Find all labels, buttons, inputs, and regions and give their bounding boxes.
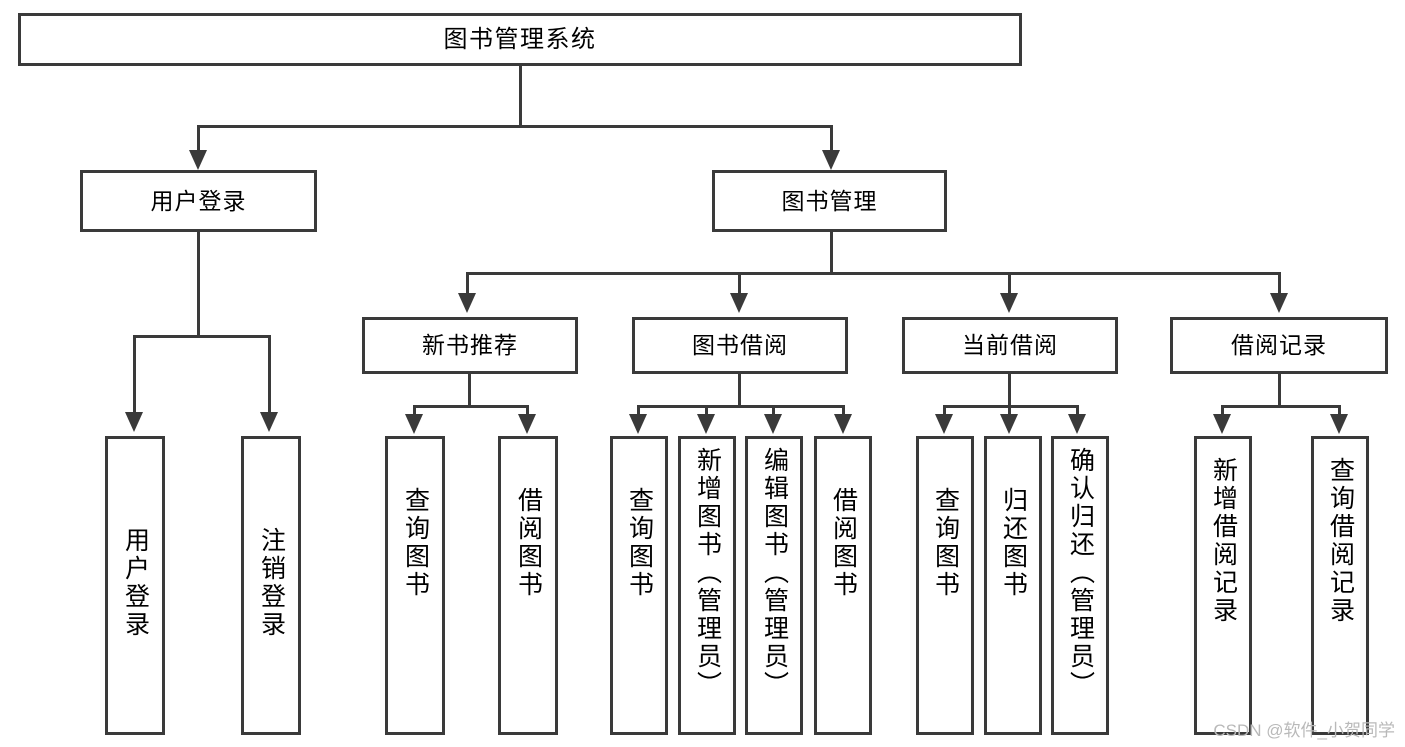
arrowhead-cb-leaf-3 xyxy=(1068,414,1086,434)
connector-root-drop-right xyxy=(830,125,833,155)
leaf-bb-add-book-admin[interactable]: 新增图书（管理员） xyxy=(678,436,736,735)
connector-cb-stem xyxy=(1008,374,1011,407)
leaf-label: 查询借阅记录 xyxy=(1326,457,1355,625)
node-label: 图书管理 xyxy=(781,187,878,214)
leaf-cb-confirm-return-admin[interactable]: 确认归还（管理员） xyxy=(1051,436,1109,735)
leaf-label: 确认归还（管理员） xyxy=(1066,447,1095,699)
arrowhead-to-borrow-record xyxy=(1270,293,1288,313)
connector-bb-bus xyxy=(637,405,845,408)
connector-nbr-bus xyxy=(413,405,529,408)
leaf-bb-query-book[interactable]: 查询图书 xyxy=(610,436,668,735)
leaf-nbr-borrow-book[interactable]: 借阅图书 xyxy=(498,436,558,735)
arrowhead-br-leaf-2 xyxy=(1330,414,1348,434)
arrowhead-bb-leaf-1 xyxy=(629,414,647,434)
connector-book-management-stem xyxy=(830,232,833,274)
arrowhead-user-login-leaf-2 xyxy=(260,412,278,432)
node-book-management[interactable]: 图书管理 xyxy=(712,170,947,232)
connector-cb-bus xyxy=(943,405,1079,408)
arrowhead-br-leaf-1 xyxy=(1213,414,1231,434)
connector-bm-drop-2 xyxy=(738,272,741,298)
leaf-label: 用户登录 xyxy=(121,527,150,639)
connector-nbr-drop-2 xyxy=(526,405,529,419)
connector-book-management-bus xyxy=(466,272,1281,275)
connector-br-stem xyxy=(1278,374,1281,407)
leaf-label: 查询图书 xyxy=(401,487,430,599)
leaf-label: 查询图书 xyxy=(931,487,960,599)
leaf-br-query-record[interactable]: 查询借阅记录 xyxy=(1311,436,1369,735)
connector-cb-drop-1 xyxy=(943,405,946,419)
leaf-bb-borrow-book[interactable]: 借阅图书 xyxy=(814,436,872,735)
connector-user-login-drop-2 xyxy=(268,335,271,417)
leaf-cb-query-book[interactable]: 查询图书 xyxy=(916,436,974,735)
node-label: 新书推荐 xyxy=(422,332,518,359)
arrowhead-user-login-leaf-1 xyxy=(125,412,143,432)
node-label: 图书借阅 xyxy=(692,332,788,359)
node-label: 用户登录 xyxy=(150,187,247,214)
leaf-user-login-logout[interactable]: 注销登录 xyxy=(241,436,301,735)
connector-bb-drop-3 xyxy=(772,405,775,419)
connector-br-bus xyxy=(1221,405,1341,408)
arrowhead-to-book-borrow xyxy=(730,293,748,313)
leaf-bb-edit-book-admin[interactable]: 编辑图书（管理员） xyxy=(745,436,803,735)
connector-nbr-stem xyxy=(468,374,471,407)
node-new-book-recommend[interactable]: 新书推荐 xyxy=(362,317,578,374)
connector-bb-drop-4 xyxy=(842,405,845,419)
connector-bm-drop-1 xyxy=(466,272,469,298)
leaf-label: 编辑图书（管理员） xyxy=(760,447,789,699)
arrowhead-nbr-leaf-2 xyxy=(518,414,536,434)
leaf-label: 归还图书 xyxy=(999,487,1028,599)
connector-bb-stem xyxy=(738,374,741,407)
arrowhead-cb-leaf-1 xyxy=(935,414,953,434)
node-label: 当前借阅 xyxy=(962,332,1058,359)
connector-root-drop-left xyxy=(197,125,200,155)
arrowhead-bb-leaf-2 xyxy=(697,414,715,434)
arrowhead-to-current-borrow xyxy=(1000,293,1018,313)
node-root-book-management-system[interactable]: 图书管理系统 xyxy=(18,13,1022,66)
leaf-label: 注销登录 xyxy=(257,527,286,639)
leaf-label: 借阅图书 xyxy=(829,487,858,599)
node-borrow-record[interactable]: 借阅记录 xyxy=(1170,317,1388,374)
leaf-br-add-record[interactable]: 新增借阅记录 xyxy=(1194,436,1252,735)
leaf-label: 借阅图书 xyxy=(514,487,543,599)
node-label: 图书管理系统 xyxy=(443,25,597,53)
arrowhead-to-user-login xyxy=(189,150,207,170)
connector-br-drop-2 xyxy=(1338,405,1341,419)
arrowhead-cb-leaf-2 xyxy=(1000,414,1018,434)
connector-user-login-drop-1 xyxy=(133,335,136,417)
arrowhead-nbr-leaf-1 xyxy=(405,414,423,434)
node-current-borrow[interactable]: 当前借阅 xyxy=(902,317,1118,374)
leaf-nbr-query-book[interactable]: 查询图书 xyxy=(385,436,445,735)
leaf-cb-return-book[interactable]: 归还图书 xyxy=(984,436,1042,735)
connector-cb-drop-2 xyxy=(1008,405,1011,419)
connector-bb-drop-1 xyxy=(637,405,640,419)
arrowhead-bb-leaf-3 xyxy=(764,414,782,434)
connector-cb-drop-3 xyxy=(1076,405,1079,419)
connector-bm-drop-3 xyxy=(1008,272,1011,298)
node-book-borrow[interactable]: 图书借阅 xyxy=(632,317,848,374)
leaf-label: 查询图书 xyxy=(625,487,654,599)
connector-user-login-stem xyxy=(197,232,200,336)
arrowhead-to-new-book-recommend xyxy=(458,293,476,313)
leaf-label: 新增借阅记录 xyxy=(1209,457,1238,625)
node-user-login[interactable]: 用户登录 xyxy=(80,170,317,232)
arrowhead-bb-leaf-4 xyxy=(834,414,852,434)
leaf-user-login-login[interactable]: 用户登录 xyxy=(105,436,165,735)
node-label: 借阅记录 xyxy=(1231,332,1327,359)
connector-user-login-bus xyxy=(133,335,271,338)
connector-root-stem xyxy=(519,66,522,125)
arrowhead-to-book-management xyxy=(822,150,840,170)
connector-bm-drop-4 xyxy=(1278,272,1281,298)
connector-nbr-drop-1 xyxy=(413,405,416,419)
connector-bb-drop-2 xyxy=(705,405,708,419)
leaf-label: 新增图书（管理员） xyxy=(693,447,722,699)
connector-br-drop-1 xyxy=(1221,405,1224,419)
connector-root-bus xyxy=(197,125,833,128)
